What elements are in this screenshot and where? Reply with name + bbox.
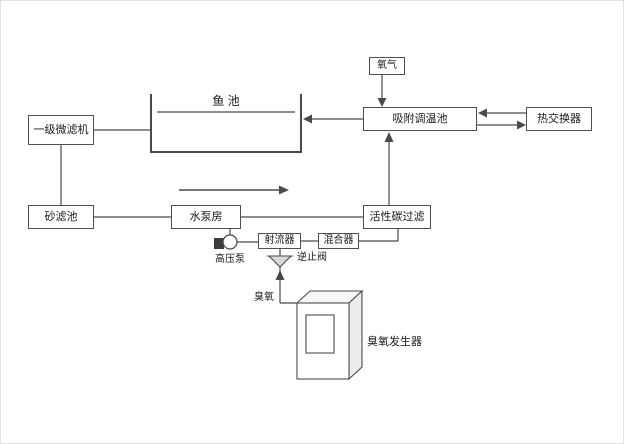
jet-ejector-box: 射流器 [258,233,301,249]
ozone-generator-icon [295,289,364,381]
pump-icon [214,234,238,250]
pump-house-box: 水泵房 [171,205,241,229]
fish-pond-tank-icon [150,94,302,153]
pipe-lines [60,75,526,304]
heat-exchanger-box: 热交换器 [526,107,592,131]
flow-arrow-icon [179,185,289,195]
arrow-left-from-exchanger [478,108,487,118]
oxygen-box: 氧气 [369,57,405,75]
ozone-label: 臭氧 [254,292,274,303]
check-valve-icon [267,255,293,268]
arrow-up-ozone [275,270,285,280]
sand-filter-box: 砂滤池 [28,205,94,229]
arrow-left-to-pond [303,114,312,124]
carbon-filter-box: 活性碳过滤 [363,205,431,229]
fish-pond-label: 鱼 池 [212,94,240,108]
arrowheads [275,98,526,280]
arrow-down-oxygen [377,98,387,107]
arrow-right-to-exchanger [517,120,526,130]
high-pressure-pump-label: 高压泵 [215,254,245,265]
micro-filter-box: 一级微滤机 [28,115,94,145]
check-valve-label: 逆止阀 [297,252,327,263]
ozone-generator-label: 臭氧发生器 [367,336,422,348]
adsorption-pool-box: 吸附调温池 [363,107,477,131]
arrow-up-to-pool [384,132,394,142]
mixer-box: 混合器 [318,233,359,249]
